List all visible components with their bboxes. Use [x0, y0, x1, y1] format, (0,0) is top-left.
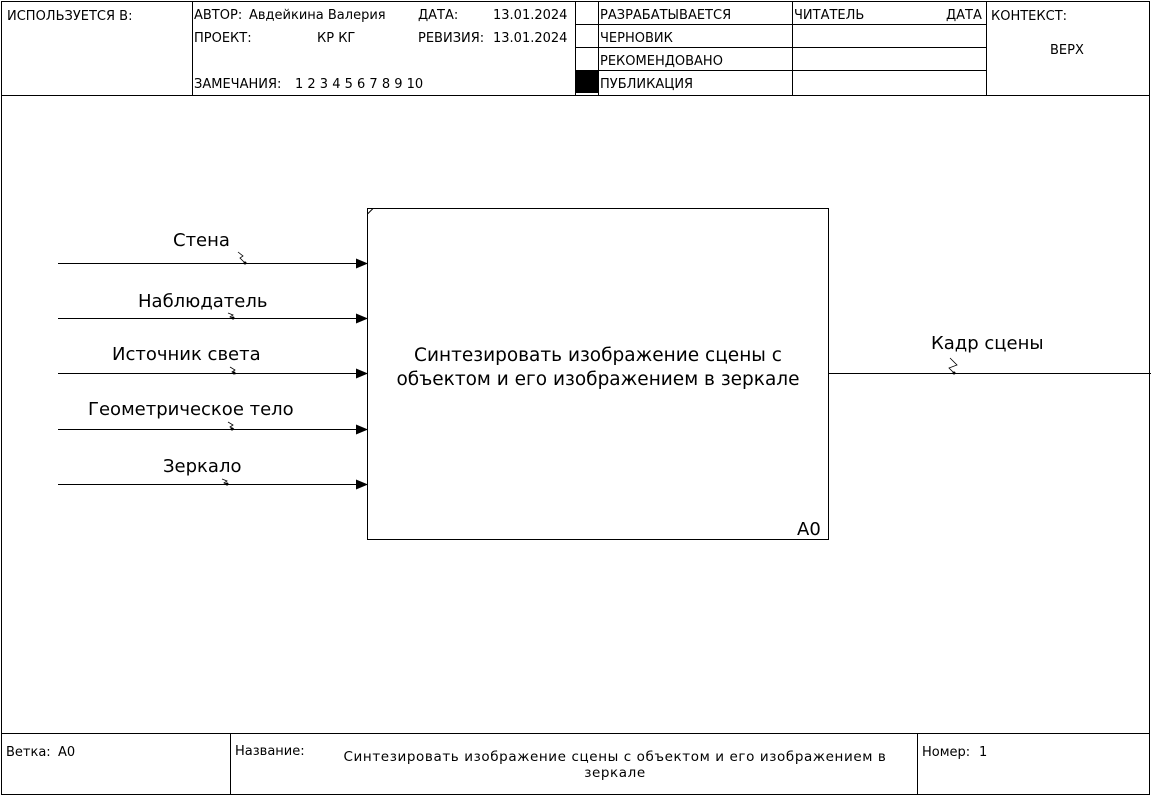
activity-box-id: A0	[797, 519, 821, 540]
input-label-telo: Геометрическое тело	[88, 399, 294, 420]
input-label-nabludatel: Наблюдатель	[138, 291, 268, 312]
date-value: 13.01.2024	[493, 8, 568, 23]
project-label: ПРОЕКТ:	[194, 31, 252, 46]
title-label: Название:	[235, 744, 305, 759]
project-value: КР КГ	[317, 31, 356, 46]
node-label: Ветка:	[6, 745, 51, 760]
used-in-label: ИСПОЛЬЗУЕТСЯ В:	[7, 9, 133, 24]
junction-dot	[243, 261, 247, 265]
activity-box-title: Синтезировать изображение сцены с объект…	[396, 345, 800, 390]
junction-dot	[225, 482, 229, 486]
context-value: ВЕРХ	[1050, 43, 1084, 58]
output-label-kadr: Кадр сцены	[931, 333, 1044, 354]
junction-dot	[952, 371, 956, 375]
squiggle-stena	[237, 251, 246, 264]
box-corner-mark	[367, 208, 374, 215]
number-label: Номер:	[922, 745, 971, 760]
status-draft[interactable]: ЧЕРНОВИК	[600, 31, 673, 46]
input-label-stena: Стена	[173, 230, 230, 251]
input-label-zerkalo: Зеркало	[163, 456, 242, 477]
status-selected-marker	[576, 71, 598, 93]
status-working[interactable]: РАЗРАБАТЫВАЕТСЯ	[600, 8, 732, 23]
notes-value: 1 2 3 4 5 6 7 8 9 10	[295, 77, 424, 92]
notes-label: ЗАМЕЧАНИЯ:	[194, 77, 282, 92]
junction-dot	[232, 371, 236, 375]
input-label-istochnik: Источник света	[112, 344, 261, 365]
squiggle-kadr	[948, 357, 958, 375]
status-recommended[interactable]: РЕКОМЕНДОВАНО	[600, 54, 723, 69]
author-label: АВТОР:	[194, 8, 243, 23]
reader-label: ЧИТАТЕЛЬ	[794, 8, 865, 23]
junction-dot	[231, 316, 235, 320]
status-publication[interactable]: ПУБЛИКАЦИЯ	[600, 77, 694, 92]
revision-value: 13.01.2024	[493, 31, 568, 46]
author-value: Авдейкина Валерия	[249, 8, 386, 23]
junction-dot	[230, 427, 234, 431]
node-value: A0	[58, 745, 76, 760]
date-label: ДАТА:	[418, 8, 459, 23]
reader-date-label: ДАТА	[946, 8, 982, 23]
footer-title-value: Синтезировать изображение сцены с объект…	[343, 749, 887, 781]
number-value: 1	[979, 745, 988, 760]
context-label: КОНТЕКСТ:	[991, 9, 1068, 24]
revision-label: РЕВИЗИЯ:	[418, 31, 485, 46]
